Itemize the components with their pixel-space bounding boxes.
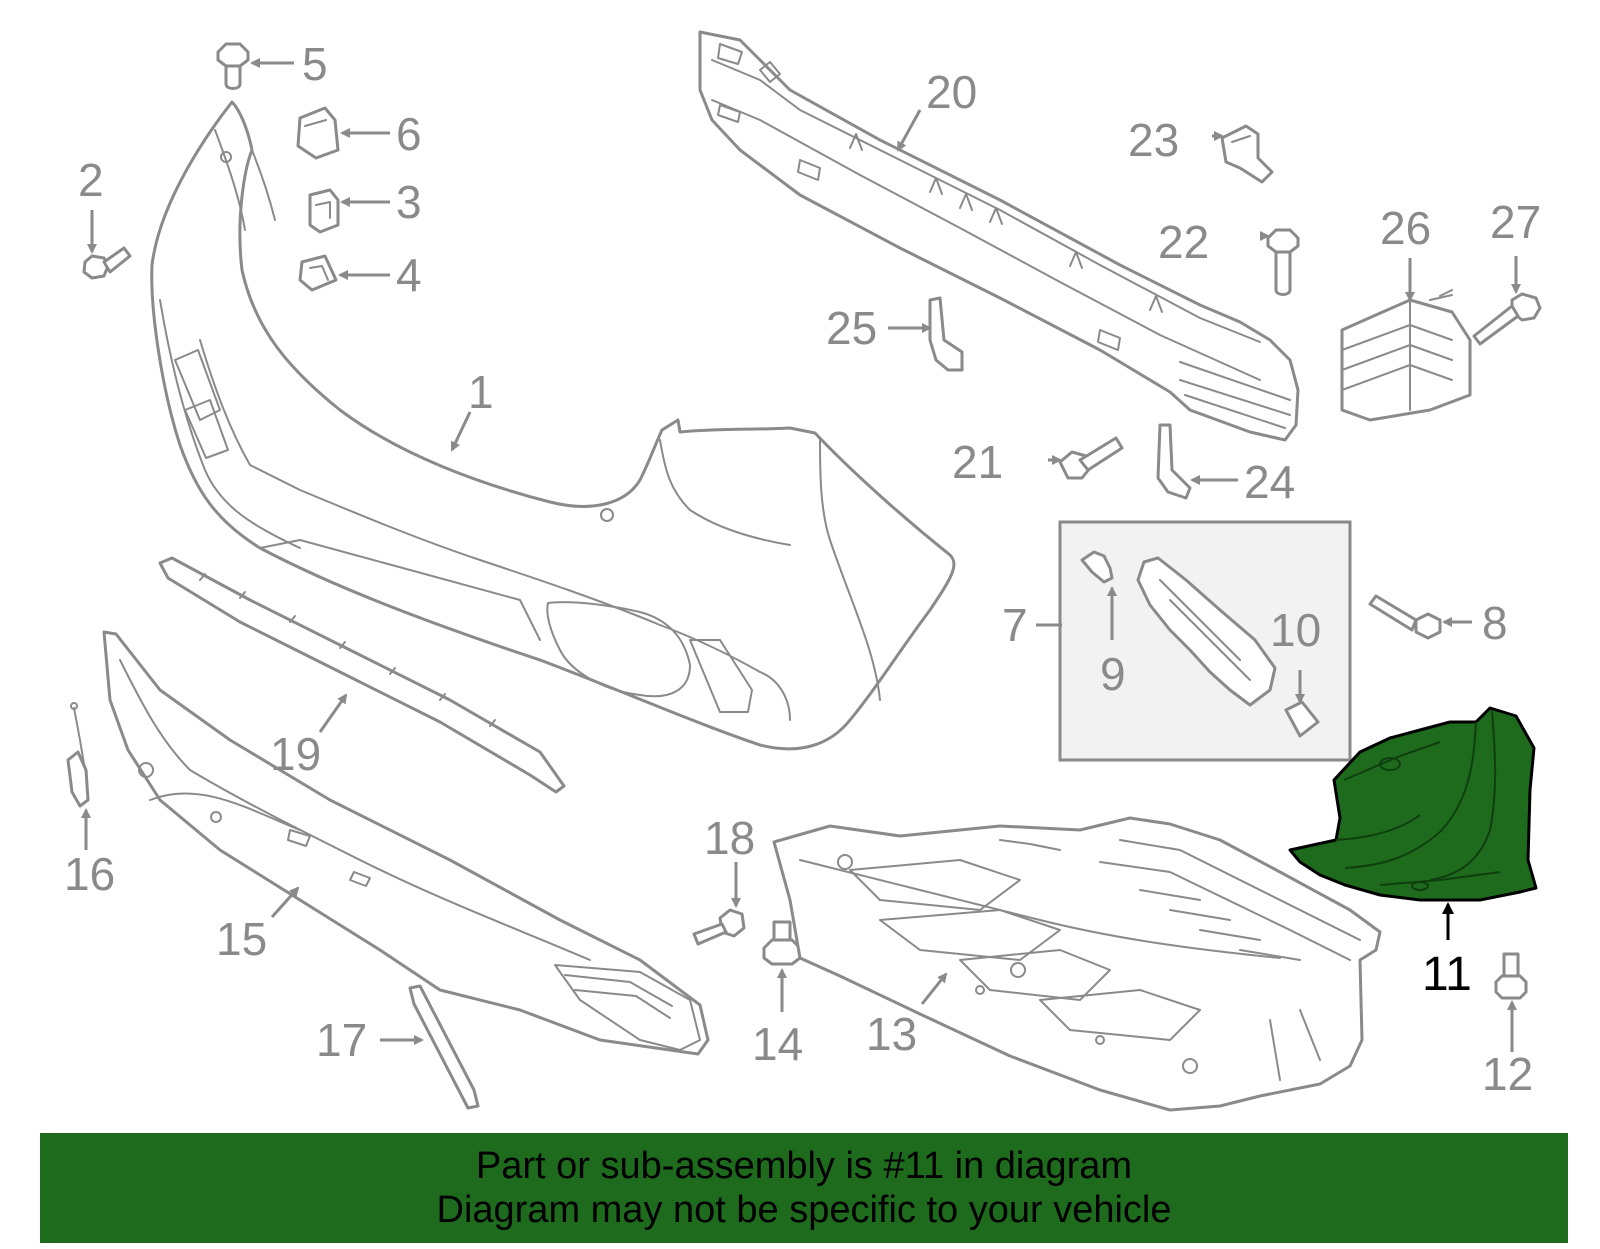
callout-4: 4: [396, 249, 422, 301]
callout-labels: 1 2 3 4 5 6 7 8 9 10 11 12 13 14 15 16 1…: [64, 38, 1541, 1100]
callout-25: 25: [826, 302, 877, 354]
part-1-bumper-cover: [150, 100, 956, 751]
part-20-reinforcement-beam: [698, 30, 1300, 442]
callout-27: 27: [1490, 196, 1541, 248]
callout-21: 21: [952, 436, 1003, 488]
part-13-undercover: [772, 816, 1382, 1112]
part-5-bolt: [216, 42, 250, 90]
callout-13: 13: [866, 1008, 917, 1060]
part-3-clip: [308, 188, 340, 234]
callout-16: 16: [64, 848, 115, 900]
part-21-bolt: [1058, 436, 1124, 480]
part-8-bolt: [1368, 594, 1442, 640]
part-23-bracket: [1220, 124, 1274, 184]
part-27-bolt: [1472, 292, 1542, 346]
banner-line-part-info: Part or sub-assembly is #11 in diagram: [475, 1145, 1133, 1187]
part-18-screw: [692, 908, 746, 946]
callout-18: 18: [704, 812, 755, 864]
part-11-side-cover-highlighted: [1288, 706, 1538, 902]
leader-lines: [81, 58, 1521, 1052]
part-16-cover: [66, 702, 90, 808]
diagram-canvas: 1 2 3 4 5 6 7 8 9 10 11 12 13 14 15 16 1…: [64, 30, 1542, 1112]
callout-12: 12: [1482, 1048, 1533, 1100]
part-9-clip: [1080, 550, 1114, 584]
part-25-bracket: [928, 296, 964, 372]
part-4-nut: [298, 254, 338, 292]
part-7-bracket: [1136, 556, 1277, 707]
callout-17: 17: [316, 1014, 367, 1066]
callout-7: 7: [1002, 599, 1028, 651]
callout-19: 19: [270, 728, 321, 780]
callout-15: 15: [216, 913, 267, 965]
part-17-reflector: [408, 984, 480, 1110]
part-26-bracket: [1340, 289, 1472, 422]
part-12-bolt: [1494, 952, 1528, 1000]
callout-2: 2: [78, 154, 104, 206]
callout-9: 9: [1100, 648, 1126, 700]
callout-8: 8: [1482, 597, 1508, 649]
callout-3: 3: [396, 176, 422, 228]
part-10-nut: [1284, 700, 1320, 738]
part-19-strip: [158, 556, 566, 794]
part-24-bracket: [1156, 423, 1192, 500]
callout-22: 22: [1158, 216, 1209, 268]
part-15-lower-bumper: [102, 630, 710, 1056]
callout-23: 23: [1128, 114, 1179, 166]
callout-10: 10: [1270, 604, 1321, 656]
callout-1: 1: [468, 366, 494, 418]
part-14-bolt: [762, 920, 802, 966]
callout-11: 11: [1422, 948, 1472, 1001]
part-7-assembly-box: [1058, 520, 1352, 762]
callout-6: 6: [396, 108, 422, 160]
part-2-bolt: [82, 246, 132, 280]
part-22-bolt: [1266, 228, 1300, 296]
callout-24: 24: [1244, 456, 1295, 508]
part-6-bracket: [296, 106, 340, 160]
banner-line-disclaimer: Diagram may not be specific to your vehi…: [436, 1189, 1172, 1231]
callout-20: 20: [926, 66, 977, 118]
callout-14: 14: [752, 1018, 803, 1070]
info-banner: Part or sub-assembly is #11 in diagram D…: [40, 1133, 1568, 1243]
callout-26: 26: [1380, 202, 1431, 254]
callout-5: 5: [302, 38, 328, 90]
